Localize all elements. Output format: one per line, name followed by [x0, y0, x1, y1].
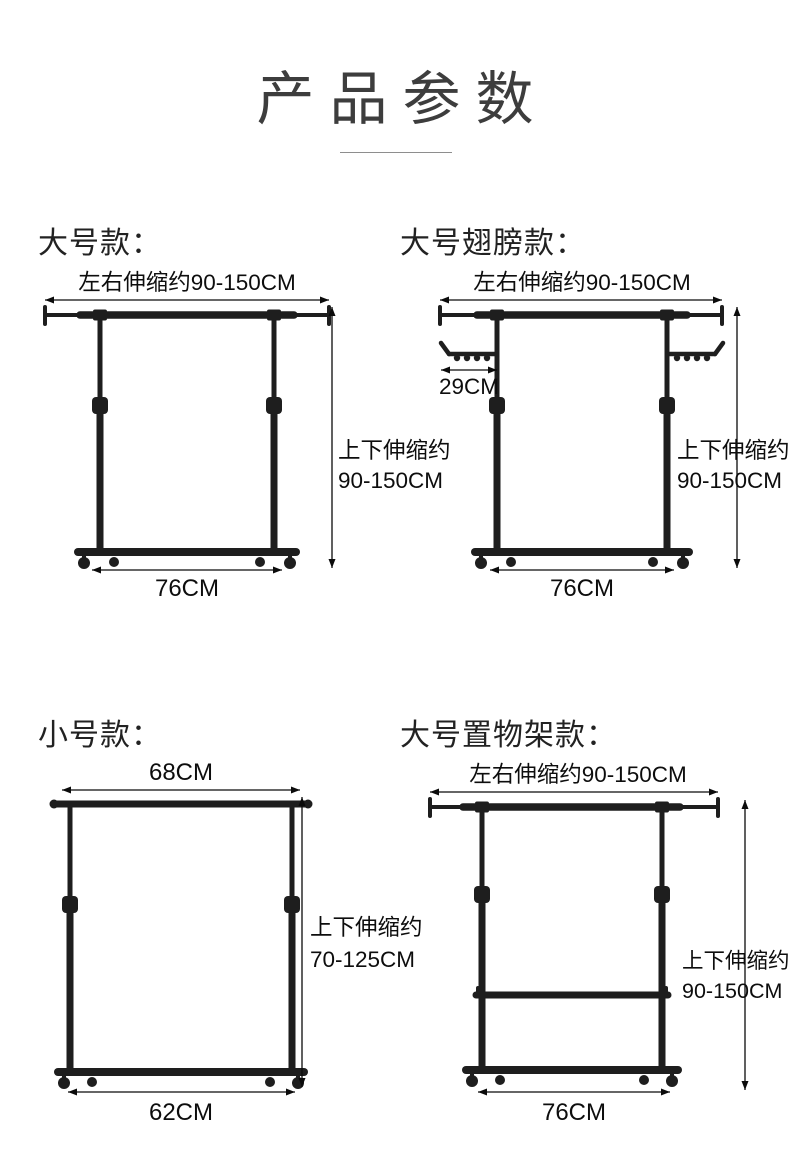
page-title: 产品参数 — [256, 67, 549, 132]
rack-drawing — [49, 799, 313, 1089]
base-with-wheels — [74, 548, 300, 569]
base-with-wheels — [471, 548, 693, 569]
small-rack-diagram: 68CM — [49, 759, 423, 1126]
top-bar — [49, 799, 313, 809]
height-dim-label-line1: 上下伸缩约 — [310, 915, 423, 940]
base-dim-label: 76CM — [550, 575, 614, 602]
right-pole — [266, 315, 282, 556]
width-dimension: 左右伸缩约90-150CM — [45, 270, 329, 304]
height-dim-label-line1: 上下伸缩约 — [677, 438, 790, 463]
section-label-large-wing: 大号翅膀款： — [400, 227, 586, 260]
wing-right — [664, 340, 726, 362]
right-pole — [659, 315, 675, 556]
title-underline — [340, 152, 452, 153]
base-dimension: 76CM — [478, 1088, 670, 1126]
width-dimension: 左右伸缩约90-150CM — [440, 270, 722, 304]
base-dim-label: 76CM — [542, 1099, 606, 1126]
right-pole — [284, 803, 300, 1076]
right-pole — [654, 807, 670, 1074]
large-shelf-rack-diagram: 左右伸缩约90-150CM — [428, 762, 790, 1126]
large-rack-diagram: 左右伸缩约90-150CM — [43, 270, 451, 602]
left-pole — [474, 807, 490, 1074]
width-dim-label: 68CM — [149, 759, 213, 786]
top-bar — [438, 305, 724, 326]
large-wing-rack-diagram: 左右伸缩约90-150CM — [438, 270, 790, 602]
width-dim-label: 左右伸缩约90-150CM — [473, 270, 691, 295]
base-dimension: 76CM — [490, 566, 674, 602]
base-with-wheels — [462, 1066, 682, 1087]
height-dim-label-line2: 70-125CM — [310, 947, 415, 972]
height-dimension: 上下伸缩约 90-150CM — [328, 307, 451, 568]
wing-left — [438, 340, 500, 362]
width-dim-label: 左右伸缩约90-150CM — [78, 270, 296, 295]
base-dimension: 76CM — [92, 566, 282, 602]
base-dim-label: 76CM — [155, 575, 219, 602]
section-label-large: 大号款： — [38, 227, 162, 260]
height-dimension: 上下伸缩约 90-150CM — [682, 800, 790, 1090]
height-dim-label-line2: 90-150CM — [677, 468, 782, 493]
wing-dim-label: 29CM — [439, 374, 499, 399]
height-dimension: 上下伸缩约 90-150CM — [677, 307, 790, 568]
height-dim-label-line1: 上下伸缩约 — [338, 438, 451, 463]
left-pole — [92, 315, 108, 556]
base-dim-label: 62CM — [149, 1099, 213, 1126]
top-bar — [43, 305, 331, 326]
section-label-small: 小号款： — [38, 719, 162, 752]
height-dim-label-line2: 90-150CM — [338, 468, 443, 493]
top-bar — [428, 797, 720, 818]
height-dimension: 上下伸缩约 70-125CM — [298, 797, 423, 1087]
middle-shelf — [472, 986, 672, 999]
left-pole — [489, 315, 505, 556]
rack-drawing — [43, 305, 331, 569]
wing-dimension: 29CM — [439, 366, 499, 399]
height-dim-label-line2: 90-150CM — [682, 979, 782, 1003]
section-label-large-shelf: 大号置物架款： — [400, 719, 617, 752]
height-dim-label-line1: 上下伸缩约 — [682, 949, 790, 973]
width-dimension: 68CM — [62, 759, 300, 794]
base-dimension: 62CM — [68, 1088, 295, 1126]
width-dimension: 左右伸缩约90-150CM — [430, 762, 718, 796]
base-with-wheels — [54, 1068, 308, 1089]
rack-drawing — [438, 305, 726, 569]
width-dim-label: 左右伸缩约90-150CM — [469, 762, 687, 787]
left-pole — [62, 803, 78, 1076]
rack-drawing — [428, 797, 720, 1087]
